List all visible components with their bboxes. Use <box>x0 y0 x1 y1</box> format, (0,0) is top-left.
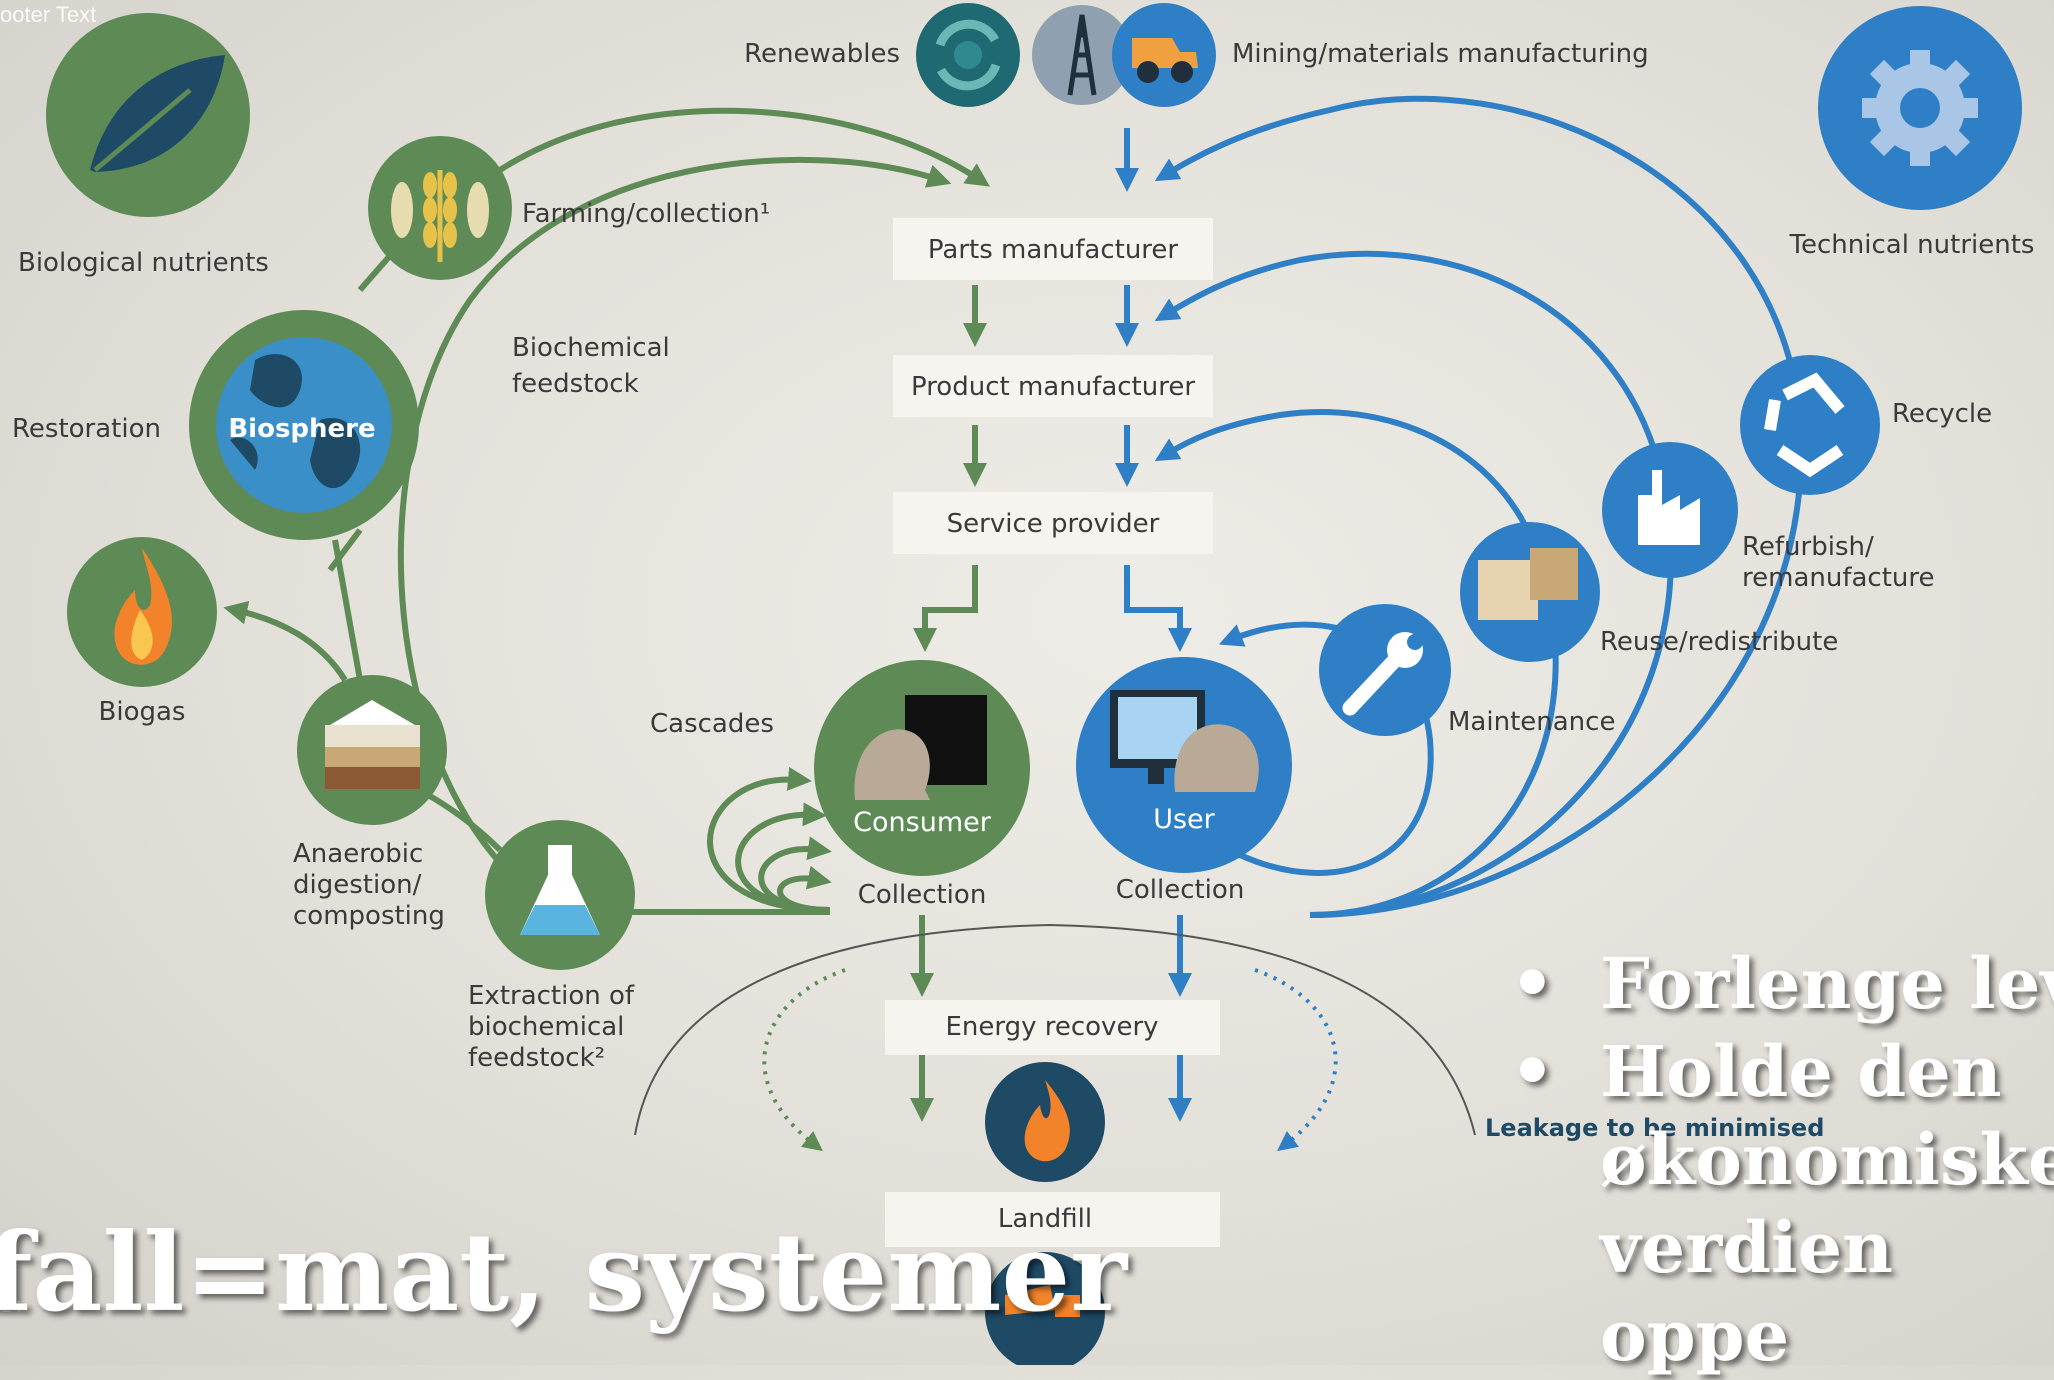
user-icon: User <box>1076 657 1292 873</box>
wrench-icon <box>1319 604 1451 736</box>
extraction-label-line3: feedstock² <box>468 1043 605 1073</box>
bullet-text: Holde den økonomiske verdien oppe <box>1600 1030 2054 1377</box>
bullet-list: • Forlenge levetid • Holde den økonomisk… <box>1490 940 2054 1380</box>
extraction-label-line2: biochemical <box>468 1012 624 1042</box>
oil-derrick-icon <box>1032 5 1132 105</box>
footer-text: ooter Text <box>0 2 97 27</box>
gear-icon <box>1818 6 2022 210</box>
compost-icon <box>297 675 447 825</box>
refurbish-label-line2: remanufacture <box>1742 563 1935 593</box>
biosphere-icon: Biosphere <box>189 310 419 540</box>
reuse-label: Reuse/redistribute <box>1600 627 1838 657</box>
leaf-icon <box>46 13 250 217</box>
biochemical-feedstock-label-line2: feedstock <box>512 369 639 399</box>
service-provider-box: Service provider <box>893 492 1213 554</box>
farming-label: Farming/collection¹ <box>522 199 770 229</box>
landfill-label: Landfill <box>998 1204 1092 1234</box>
anaerobic-label-line2: digestion/ <box>293 870 422 900</box>
anaerobic-label-line1: Anaerobic <box>293 839 423 869</box>
renewables-icon <box>916 3 1020 107</box>
restoration-label: Restoration <box>12 414 161 444</box>
product-manufacturer-label: Product manufacturer <box>911 372 1195 402</box>
biological-flows <box>223 107 990 1122</box>
extraction-label-line1: Extraction of <box>468 981 635 1011</box>
factory-icon <box>1602 442 1738 578</box>
energy-recovery-box: Energy recovery <box>885 1000 1220 1055</box>
bullet-text: Forlenge levetid <box>1600 942 2054 1025</box>
biological-nutrients-label: Biological nutrients <box>18 248 269 278</box>
anaerobic-label-line3: composting <box>293 901 445 931</box>
boxes-icon <box>1460 522 1600 662</box>
parts-manufacturer-box: Parts manufacturer <box>893 218 1213 280</box>
bullet-marker: • <box>1510 1030 1555 1113</box>
bullet-marker: • <box>1510 942 1555 1025</box>
wheat-fish-icon <box>368 136 512 280</box>
biogas-label: Biogas <box>99 697 186 727</box>
energy-flame-icon <box>985 1062 1105 1182</box>
mining-truck-icon <box>1112 3 1216 107</box>
biochemical-feedstock-label-line1: Biochemical <box>512 333 670 363</box>
recycle-icon <box>1740 355 1880 495</box>
bullet-item: • Holde den økonomiske verdien oppe <box>1490 1028 2054 1380</box>
recycle-label: Recycle <box>1892 399 1992 429</box>
biosphere-label: Biosphere <box>228 414 375 444</box>
maintenance-label: Maintenance <box>1448 707 1615 737</box>
slide-number: 24 <box>2 1297 22 1316</box>
bullet-item: • Forlenge levetid <box>1490 940 2054 1028</box>
flask-icon <box>485 820 635 970</box>
consumer-collection-label: Collection <box>858 880 987 910</box>
leakage-label: Leakage to be minimised <box>1485 1114 1824 1142</box>
service-provider-label: Service provider <box>947 509 1160 539</box>
refurbish-label-line1: Refurbish/ <box>1742 532 1874 562</box>
slide-title: fall=mat, systemer <box>0 1210 1128 1336</box>
energy-recovery-label: Energy recovery <box>945 1012 1158 1042</box>
landfill-box: Landfill <box>885 1192 1220 1247</box>
user-collection-label: Collection <box>1116 875 1245 905</box>
technical-flows <box>1115 95 1805 1122</box>
leakage-arcs <box>634 923 1476 1152</box>
parts-manufacturer-label: Parts manufacturer <box>928 235 1179 265</box>
technical-nutrients-label: Technical nutrients <box>1789 230 2035 260</box>
renewables-label: Renewables <box>744 39 900 69</box>
product-manufacturer-box: Product manufacturer <box>893 355 1213 417</box>
mining-label: Mining/materials manufacturing <box>1232 39 1649 69</box>
biogas-flame-icon <box>67 537 217 687</box>
consumer-icon: Consumer <box>814 660 1030 876</box>
cascades-label: Cascades <box>650 709 774 739</box>
user-label: User <box>1153 804 1215 835</box>
dump-truck-icon <box>985 1252 1105 1365</box>
consumer-label: Consumer <box>853 807 992 838</box>
